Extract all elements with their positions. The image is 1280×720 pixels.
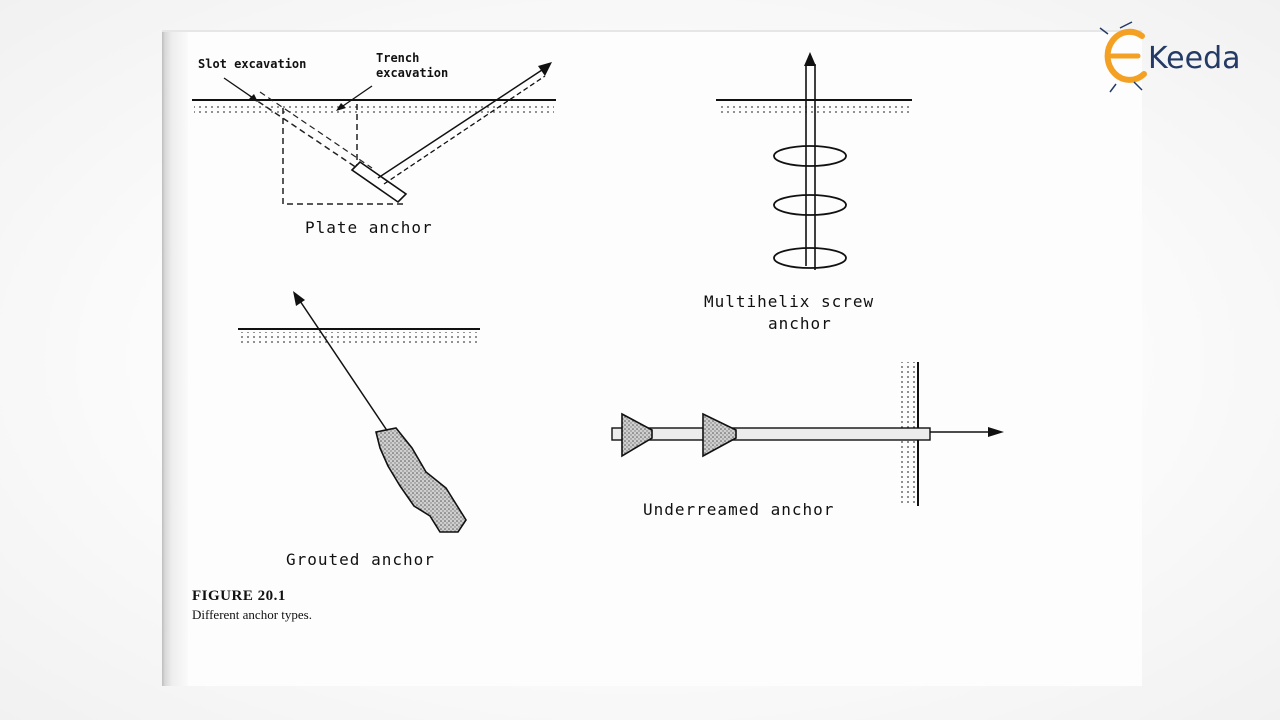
helix-3 xyxy=(773,247,847,269)
soil-dots xyxy=(194,103,554,115)
helix-2 xyxy=(773,194,847,216)
grout-body xyxy=(375,427,467,533)
label-multihelix-1: Multihelix screw xyxy=(704,292,874,311)
label-plate-anchor: Plate anchor xyxy=(305,218,433,237)
caption-title: FIGURE 20.1 xyxy=(192,588,286,604)
slot-excavation-line xyxy=(249,95,361,171)
plate-rod-arrowhead xyxy=(538,62,552,76)
slot-excavation-line-2 xyxy=(259,91,373,169)
ekeeda-logo: Keeda xyxy=(1099,21,1241,93)
label-trench-2: excavation xyxy=(376,66,448,80)
plate-anchor-figure: Slot excavation Trench excavation Plate … xyxy=(192,51,556,237)
soil-dots-3 xyxy=(240,332,478,344)
slot-leader-arrowhead xyxy=(249,94,258,102)
anchor-plate xyxy=(350,160,408,204)
grouted-anchor-figure: Grouted anchor xyxy=(238,291,480,569)
scan-shadow-edge xyxy=(162,30,188,686)
bell-1 xyxy=(621,412,653,458)
plate-rod-edge xyxy=(383,75,546,185)
scan-top-edge xyxy=(162,30,1142,32)
scanned-page xyxy=(162,30,1142,686)
trench-leader xyxy=(339,85,373,109)
trench-outline xyxy=(282,108,404,205)
grouted-arrowhead xyxy=(293,291,305,306)
underreamed-anchor-figure: Underreamed anchor xyxy=(611,362,1004,519)
soil-dots-2 xyxy=(718,103,910,114)
multihelix-screw-anchor-figure: Multihelix screw anchor xyxy=(704,52,912,333)
label-trench-1: Trench xyxy=(376,51,419,65)
pull-arrowhead xyxy=(988,427,1004,437)
label-multihelix-2: anchor xyxy=(768,314,832,333)
screw-arrowhead xyxy=(804,52,816,66)
slot-leader xyxy=(223,77,257,101)
anchor-rod xyxy=(611,427,931,441)
caption-subtitle: Different anchor types. xyxy=(192,607,312,622)
bell-2 xyxy=(702,412,737,458)
logo-text: Keeda xyxy=(1148,41,1241,76)
plate-rod xyxy=(377,67,546,179)
label-underreamed-anchor: Underreamed anchor xyxy=(643,500,834,519)
grouted-tendon xyxy=(297,297,389,433)
figure-caption: FIGURE 20.1 Different anchor types. xyxy=(192,588,312,623)
label-slot-excavation: Slot excavation xyxy=(198,57,306,71)
helix-1 xyxy=(773,145,847,167)
label-grouted-anchor: Grouted anchor xyxy=(286,550,435,569)
logo-e-mark-icon xyxy=(1099,21,1147,93)
trench-leader-arrowhead xyxy=(336,103,346,111)
